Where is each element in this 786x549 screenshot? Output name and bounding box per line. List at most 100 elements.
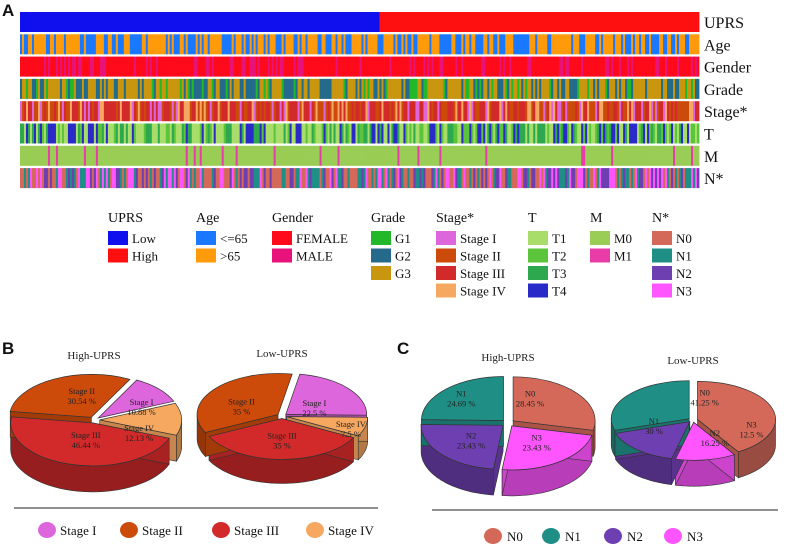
heatmap-cell — [403, 123, 406, 144]
heatmap-cell — [681, 34, 684, 55]
heatmap-cell — [177, 78, 181, 99]
heatmap-cell — [363, 145, 366, 166]
heatmap-cell — [627, 12, 630, 32]
heatmap-cell — [271, 34, 275, 55]
heatmap-cell — [25, 78, 29, 99]
heatmap-cell — [293, 78, 296, 99]
slice-value-label: 12.13 % — [125, 433, 153, 443]
heatmap-cell — [217, 145, 221, 166]
heatmap-cell — [77, 123, 81, 144]
heatmap-cell — [313, 101, 316, 122]
heatmap-cell — [599, 145, 602, 166]
heatmap-cell — [675, 56, 678, 77]
heatmap-cell — [87, 34, 91, 55]
slice-label: N3 — [532, 433, 542, 443]
heatmap-cell — [329, 34, 332, 55]
heatmap-cell — [421, 34, 424, 55]
heatmap-cell — [505, 34, 508, 55]
heatmap-cell — [95, 168, 99, 189]
heatmap-cell — [671, 145, 674, 166]
heatmap-cell — [253, 78, 257, 99]
heatmap-cell — [81, 123, 85, 144]
heatmap-cell — [177, 101, 181, 122]
heatmap-cell — [231, 34, 235, 55]
heatmap-cell — [393, 123, 396, 144]
heatmap-cell — [471, 56, 474, 77]
heatmap-cell — [391, 56, 394, 77]
heatmap-cell — [663, 34, 666, 55]
heatmap-cell — [191, 12, 195, 32]
heatmap-cell — [671, 101, 674, 122]
heatmap-cell — [195, 12, 199, 32]
heatmap-cell — [553, 168, 556, 189]
heatmap-cell — [63, 12, 67, 32]
heatmap-cell — [69, 78, 73, 99]
heatmap-cell — [365, 123, 368, 144]
heatmap-cell — [195, 123, 199, 144]
heatmap-cell — [315, 12, 318, 32]
heatmap-cell — [631, 123, 634, 144]
heatmap-cell — [287, 12, 291, 32]
heatmap-cell — [327, 145, 330, 166]
heatmap-cell — [299, 34, 302, 55]
heatmap-cell — [645, 168, 648, 189]
heatmap-cell — [615, 12, 618, 32]
heatmap-cell — [633, 34, 636, 55]
heatmap-cell — [573, 145, 576, 166]
heatmap-cell — [239, 78, 243, 99]
heatmap-cell — [683, 145, 686, 166]
heatmap-cell — [67, 12, 71, 32]
heatmap-cell — [137, 145, 141, 166]
heatmap-cell — [193, 101, 197, 122]
heatmap-cell — [113, 34, 117, 55]
heatmap-cell — [431, 12, 434, 32]
heatmap-cell — [693, 123, 696, 144]
heatmap-cell — [377, 123, 380, 144]
heatmap-cell — [543, 145, 546, 166]
heatmap-cell — [285, 34, 289, 55]
heatmap-cell — [555, 56, 558, 77]
heatmap-cell — [585, 145, 588, 166]
heatmap-cell — [327, 34, 330, 55]
heatmap-cell — [99, 56, 103, 77]
heatmap-row-n — [20, 168, 700, 189]
heatmap-cell — [139, 78, 143, 99]
heatmap-cell — [399, 12, 402, 32]
heatmap-cell — [343, 101, 346, 122]
heatmap-cell — [693, 12, 696, 32]
heatmap-cell — [459, 168, 462, 189]
heatmap-cell — [557, 145, 560, 166]
heatmap-cell — [535, 12, 538, 32]
heatmap-cell — [593, 34, 596, 55]
heatmap-cell — [121, 145, 125, 166]
heatmap-cell — [101, 78, 105, 99]
heatmap-cell — [483, 145, 486, 166]
heatmap-cell — [643, 12, 646, 32]
heatmap-cell — [373, 34, 376, 55]
heatmap-cell — [27, 123, 31, 144]
heatmap-cell — [163, 123, 167, 144]
heatmap-cell — [123, 78, 127, 99]
heatmap-cell — [163, 12, 167, 32]
heatmap-cell — [123, 123, 127, 144]
heatmap-cell — [491, 56, 494, 77]
heatmap-cell — [597, 168, 600, 189]
legend-swatch — [528, 231, 548, 245]
heatmap-cell — [49, 12, 53, 32]
heatmap-cell — [269, 101, 273, 122]
heatmap-cell — [631, 145, 634, 166]
heatmap-cell — [501, 168, 504, 189]
heatmap-cell — [87, 101, 91, 122]
heatmap-cell — [131, 101, 135, 122]
heatmap-cell — [103, 34, 107, 55]
heatmap-cell — [245, 123, 249, 144]
heatmap-cell — [285, 78, 289, 99]
heatmap-cell — [109, 101, 113, 122]
heatmap-cell — [201, 123, 205, 144]
heatmap-cell — [629, 34, 632, 55]
heatmap-cell — [305, 34, 308, 55]
heatmap-cell — [561, 168, 564, 189]
heatmap-cell — [557, 78, 560, 99]
heatmap-cell — [623, 168, 626, 189]
heatmap-cell — [559, 78, 562, 99]
